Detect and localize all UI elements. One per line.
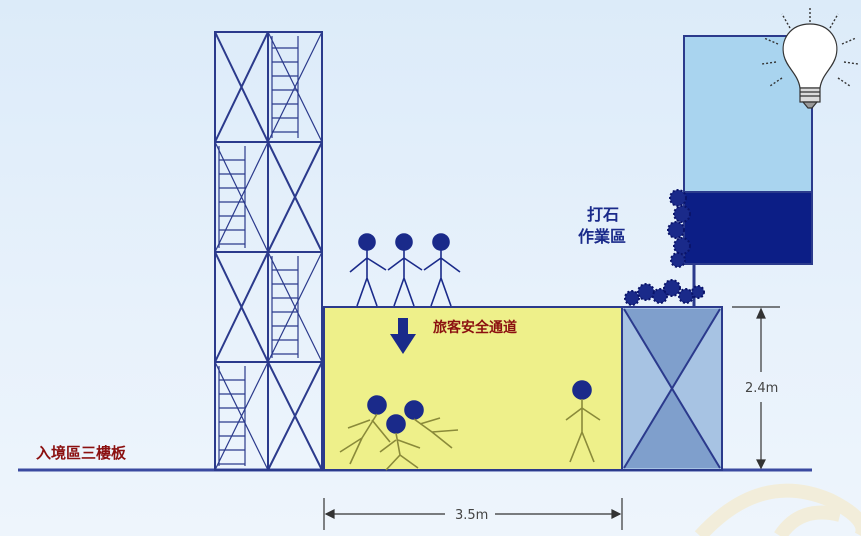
support-frame [621,306,723,471]
work-area-label-1: 打石 [587,205,619,224]
light-bulb-icon [761,6,859,109]
fallen-passengers [339,395,459,471]
decorative-swirl [694,483,861,536]
width-dimension [323,498,623,530]
debris-bin [683,35,813,307]
scaffold-ladders [218,36,299,466]
floor-label: 入境區三樓板 [36,444,127,462]
height-dimension-label: 2.4m [745,381,778,396]
width-dimension-label: 3.5m [455,508,488,523]
standing-passenger [565,380,601,463]
height-dimension [732,306,780,470]
passage-label: 旅客安全通道 [433,319,517,336]
scaffold-tower [214,31,323,471]
workers-on-roof [349,233,461,307]
down-arrow-icon [390,318,416,354]
work-area-label-2: 作業區 [578,227,626,246]
debris-pile [624,189,705,306]
